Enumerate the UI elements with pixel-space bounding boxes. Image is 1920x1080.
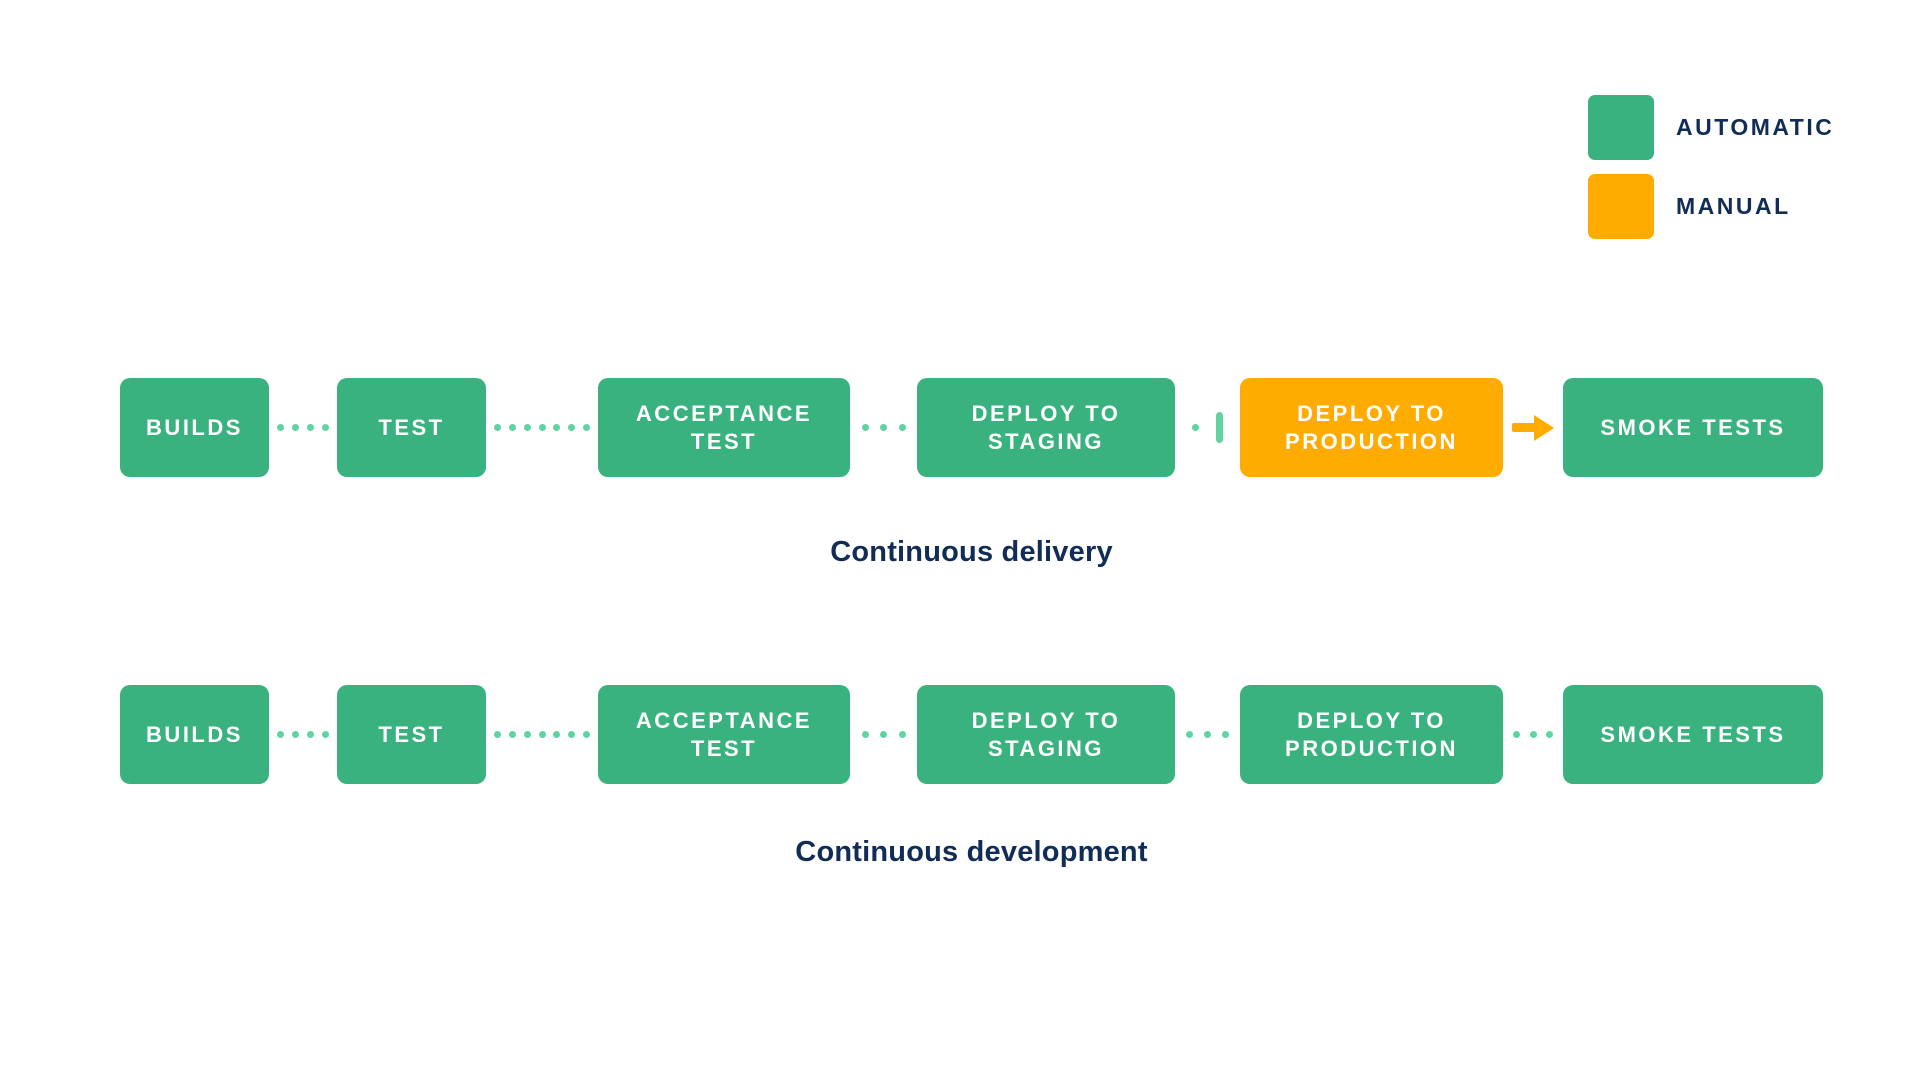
dotted-connector xyxy=(486,378,598,477)
manual-gate-bar xyxy=(1216,412,1223,443)
step-test: TEST xyxy=(337,685,486,784)
connector-dot xyxy=(1192,424,1199,431)
pipeline-continuous-development: BUILDS TEST ACCEPTANCE TEST DEPLOY TO ST… xyxy=(120,685,1823,784)
step-builds: BUILDS xyxy=(120,378,269,477)
connector-dot xyxy=(1512,731,1520,738)
connector-dot xyxy=(1186,731,1193,738)
connector-dot xyxy=(523,731,531,738)
step-test: TEST xyxy=(337,378,486,477)
step-deploy-to-staging: DEPLOY TO STAGING xyxy=(917,378,1175,477)
connector-dot xyxy=(583,424,591,431)
connector-dot xyxy=(493,424,501,431)
pipeline-continuous-delivery: BUILDS TEST ACCEPTANCE TEST DEPLOY TO ST… xyxy=(120,378,1823,477)
automatic-color-swatch xyxy=(1588,95,1654,160)
connector-dot xyxy=(1529,731,1537,738)
connector-dot xyxy=(898,424,906,431)
legend-label-manual: MANUAL xyxy=(1676,193,1791,219)
connector-dot xyxy=(307,424,314,431)
connector-dot xyxy=(880,731,887,738)
connector-dot xyxy=(1546,731,1554,738)
dotted-connector xyxy=(1175,685,1240,784)
connector-dot xyxy=(493,731,501,738)
pause-connector xyxy=(1175,378,1240,477)
connector-dot xyxy=(523,424,531,431)
connector-dot xyxy=(307,731,314,738)
arrow-connector xyxy=(1503,378,1563,477)
connector-dot xyxy=(322,424,329,431)
dotted-connector xyxy=(1503,685,1563,784)
step-deploy-to-production: DEPLOY TO PRODUCTION xyxy=(1240,685,1503,784)
dotted-connector xyxy=(269,378,337,477)
step-builds: BUILDS xyxy=(120,685,269,784)
connector-dot xyxy=(277,424,284,431)
caption-continuous-delivery: Continuous delivery xyxy=(830,536,1113,568)
connector-dot xyxy=(322,731,329,738)
legend-item-automatic: AUTOMATIC xyxy=(1588,95,1834,160)
dotted-connector xyxy=(486,685,598,784)
legend: AUTOMATIC MANUAL xyxy=(1588,95,1834,239)
step-deploy-to-production: DEPLOY TO PRODUCTION xyxy=(1240,378,1503,477)
legend-item-manual: MANUAL xyxy=(1588,174,1834,239)
connector-dot xyxy=(538,424,546,431)
dotted-connector xyxy=(850,685,917,784)
connector-dot xyxy=(292,731,299,738)
connector-dot xyxy=(583,731,591,738)
manual-arrow-icon xyxy=(1512,414,1554,441)
connector-dot xyxy=(538,731,546,738)
dotted-connector xyxy=(269,685,337,784)
connector-dot xyxy=(880,424,887,431)
connector-dot xyxy=(277,731,284,738)
step-smoke-tests: SMOKE TESTS xyxy=(1563,685,1823,784)
connector-dot xyxy=(1222,731,1229,738)
caption-continuous-development: Continuous development xyxy=(795,836,1148,868)
connector-dot xyxy=(553,731,561,738)
step-acceptance-test: ACCEPTANCE TEST xyxy=(598,685,850,784)
step-smoke-tests: SMOKE TESTS xyxy=(1563,378,1823,477)
connector-dot xyxy=(568,424,576,431)
connector-dot xyxy=(508,424,516,431)
manual-color-swatch xyxy=(1588,174,1654,239)
connector-dot xyxy=(898,731,906,738)
dotted-connector xyxy=(850,378,917,477)
connector-dot xyxy=(553,424,561,431)
connector-dot xyxy=(861,424,869,431)
connector-dot xyxy=(292,424,299,431)
step-deploy-to-staging: DEPLOY TO STAGING xyxy=(917,685,1175,784)
connector-dot xyxy=(508,731,516,738)
step-acceptance-test: ACCEPTANCE TEST xyxy=(598,378,850,477)
legend-label-automatic: AUTOMATIC xyxy=(1676,114,1835,140)
connector-dot xyxy=(568,731,576,738)
connector-dot xyxy=(861,731,869,738)
connector-dot xyxy=(1204,731,1211,738)
